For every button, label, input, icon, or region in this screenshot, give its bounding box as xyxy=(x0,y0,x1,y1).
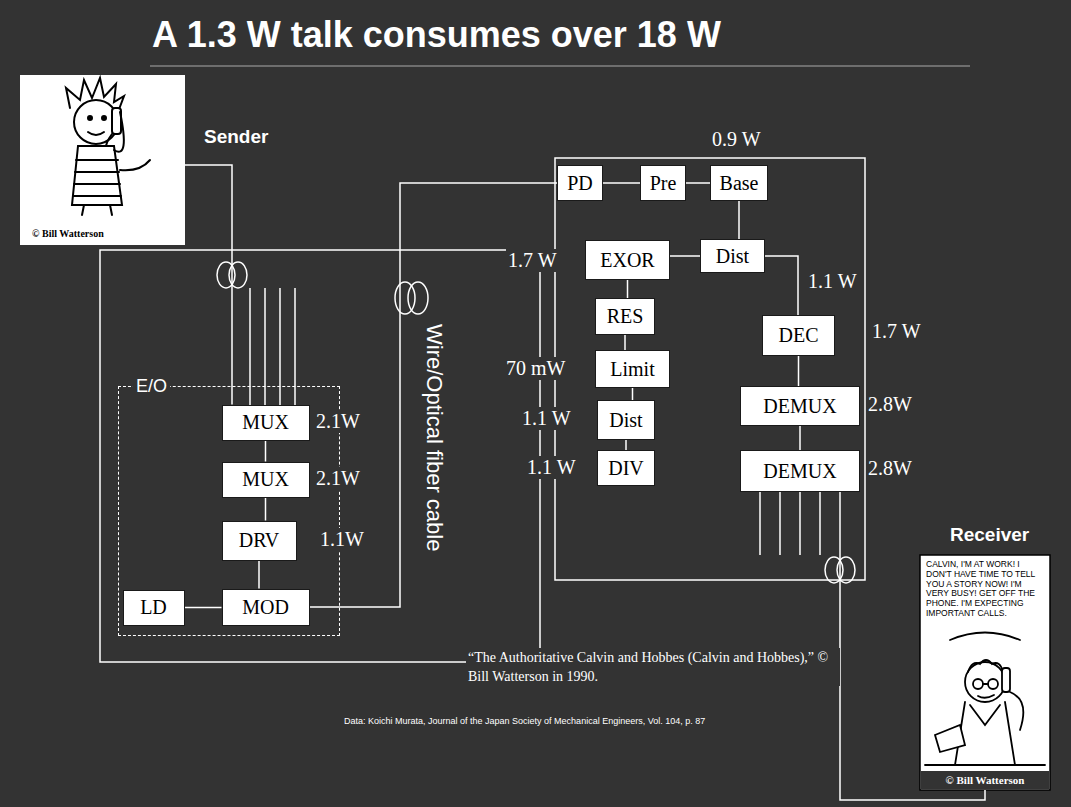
signal-line xyxy=(670,255,700,257)
power-value: 1.7 W xyxy=(870,320,923,343)
block-name: DIV xyxy=(608,457,644,480)
dad-drawing xyxy=(925,633,1045,766)
distributor-block: Dist xyxy=(700,239,765,273)
photodiode-block: PD xyxy=(557,165,603,201)
power-value: 1.1W xyxy=(318,528,366,551)
title-rule xyxy=(150,66,970,67)
block-name: Base xyxy=(720,172,759,195)
divider-block: DIV xyxy=(597,450,655,486)
block-name: Limit xyxy=(610,358,654,381)
eo-module: E/OMUXMUXDRVLDMOD xyxy=(118,386,340,636)
modulator-block: MOD xyxy=(222,589,310,626)
comic-panel xyxy=(20,75,185,245)
signal-line xyxy=(799,426,801,450)
signal-line xyxy=(310,183,558,607)
signal-line xyxy=(798,356,800,386)
block-name: Dist xyxy=(716,245,749,268)
signal-line xyxy=(265,498,267,521)
sender-housing xyxy=(100,250,540,662)
receiver-housing xyxy=(555,158,865,580)
block-name: DEMUX xyxy=(763,460,836,483)
signal-line xyxy=(625,440,627,450)
signal-line xyxy=(185,607,222,609)
comic-panel: © Bill Watterson xyxy=(20,75,185,245)
block-name: Dist xyxy=(609,409,642,432)
power-value: 1.1 W xyxy=(806,270,859,293)
source-note: Data: Koichi Murata, Journal of the Japa… xyxy=(342,716,707,726)
group-heading: E/O xyxy=(133,375,170,397)
block-name: Pre xyxy=(650,172,677,195)
signal-line xyxy=(265,441,267,462)
block-name: DEMUX xyxy=(763,395,836,418)
signal-line xyxy=(185,165,232,405)
block-name: EXOR xyxy=(600,249,654,272)
role-label: Sender xyxy=(202,126,270,148)
block-name: PD xyxy=(567,172,593,195)
power-value: 2.1W xyxy=(314,410,362,433)
block-name: RES xyxy=(607,305,644,328)
block-name: LD xyxy=(140,596,167,619)
input-lines xyxy=(250,288,295,405)
power-value: 1.1 W xyxy=(525,456,578,479)
demux-block: DEMUX xyxy=(740,450,860,492)
laser-diode: LD xyxy=(123,590,185,626)
power-value: 2.8W xyxy=(866,393,914,416)
image-credit: “The Authoritative Calvin and Hobbes (Ca… xyxy=(466,648,840,686)
exor-block: EXOR xyxy=(585,240,670,280)
copyright-note: © Bill Watterson xyxy=(921,771,1049,789)
signal-line xyxy=(765,256,798,315)
comic-panel: CALVIN, I'M AT WORK! I DON'T HAVE TIME T… xyxy=(920,555,1050,790)
block-name: MOD xyxy=(242,596,289,619)
copyright-note: © Bill Watterson xyxy=(20,228,185,245)
signal-line xyxy=(603,182,640,184)
slide-title: A 1.3 W talk consumes over 18 W xyxy=(150,14,723,56)
mux-block: MUX xyxy=(222,462,310,498)
preamp-block: Pre xyxy=(640,165,686,201)
distributor-block: Dist xyxy=(597,400,655,440)
res-block: RES xyxy=(595,298,655,335)
power-value: 70 mW xyxy=(504,357,567,380)
signal-line xyxy=(738,201,740,239)
speech-text: CALVIN, I'M AT WORK! I DON'T HAVE TIME T… xyxy=(920,555,1050,619)
signal-line xyxy=(686,182,710,184)
baseband-block: Base xyxy=(710,165,768,201)
mux-block: MUX xyxy=(222,405,310,441)
decision-block: DEC xyxy=(762,315,835,356)
power-value: 2.1W xyxy=(314,467,362,490)
block-name: MUX xyxy=(242,468,289,491)
signal-line xyxy=(258,561,260,589)
demux-block: DEMUX xyxy=(740,386,860,426)
power-value: 2.8W xyxy=(866,457,914,480)
block-name: DRV xyxy=(239,529,280,552)
signal-line xyxy=(627,280,629,298)
cable-label: Wire/Optical fiber cable xyxy=(421,322,447,553)
signal-line xyxy=(624,335,626,350)
role-label: Receiver xyxy=(948,524,1031,546)
comic-panel xyxy=(920,555,1050,790)
limiter-block: Limit xyxy=(595,350,670,388)
driver-block: DRV xyxy=(222,521,297,561)
calvin-drawing xyxy=(66,78,150,215)
block-name: DEC xyxy=(779,324,819,347)
power-value: 1.7 W xyxy=(506,249,559,272)
power-value: 0.9 W xyxy=(710,128,763,151)
power-value: 1.1 W xyxy=(520,407,573,430)
signal-line xyxy=(632,388,634,400)
block-name: MUX xyxy=(242,411,289,434)
output-lines xyxy=(760,492,820,555)
